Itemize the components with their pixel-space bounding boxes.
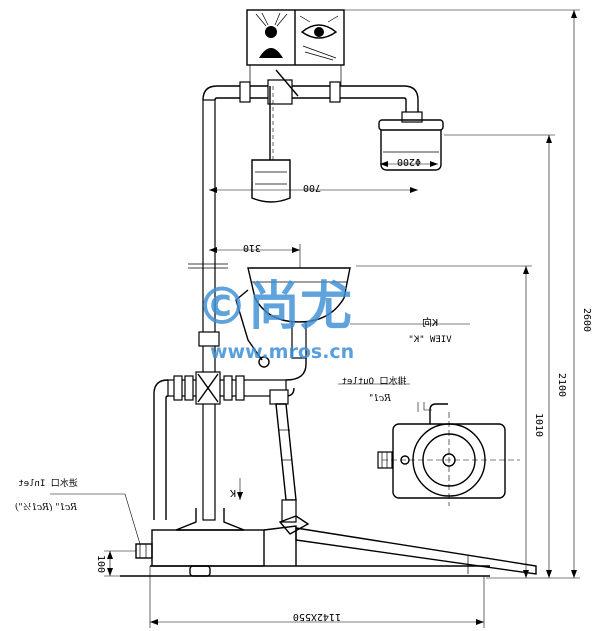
view-k-detail xyxy=(377,403,520,506)
eyewash-sign-icon xyxy=(299,15,339,61)
shower-arm xyxy=(202,69,423,123)
view-k-label-en: VIEW "K" xyxy=(408,335,451,345)
main-riser-pipe xyxy=(188,99,228,521)
outlet-thread-label: Rc1" xyxy=(369,394,392,404)
shower-head xyxy=(378,119,444,171)
view-k-label-cn: K向 xyxy=(422,316,438,329)
dim-eyewash-height: 1010 xyxy=(533,413,544,437)
inlet-label: 进水口 Inlet xyxy=(18,477,78,489)
outlet-label: 排水口 Outlet xyxy=(342,375,407,387)
base xyxy=(120,508,490,577)
dim-total-height: 2600 xyxy=(581,308,592,332)
annotation-labels: K向 VIEW "K" 排水口 Outlet Rc1" 进水口 Inlet Rc… xyxy=(15,316,452,513)
watermark: ©尚尤 www.mros.cn xyxy=(196,277,354,363)
dimension-texts: 2600 2100 1010 Φ200 700 310 100 1142X550 xyxy=(95,156,592,622)
watermark-brand: ©尚尤 xyxy=(196,277,352,337)
k-arrow-label: K xyxy=(230,487,236,498)
dim-inlet-height: 100 xyxy=(95,555,106,573)
dim-arm-length: 700 xyxy=(303,182,321,193)
watermark-url: www.mros.cn xyxy=(210,341,354,363)
dim-eyewash-offset: 310 xyxy=(243,242,261,253)
shower-sign-icon xyxy=(255,12,288,58)
dim-shower-height: 2100 xyxy=(556,373,567,397)
dim-shower-diameter: Φ200 xyxy=(397,156,421,167)
inlet-thread-label: Rc1" (Rc1½") xyxy=(15,502,78,513)
eyewash-bowl xyxy=(235,267,351,368)
dim-base-size: 1142X550 xyxy=(293,611,341,622)
dimension-lines xyxy=(50,9,580,628)
pull-rod xyxy=(251,86,291,203)
foot-pedal xyxy=(275,403,537,575)
sign-boards xyxy=(246,9,345,86)
